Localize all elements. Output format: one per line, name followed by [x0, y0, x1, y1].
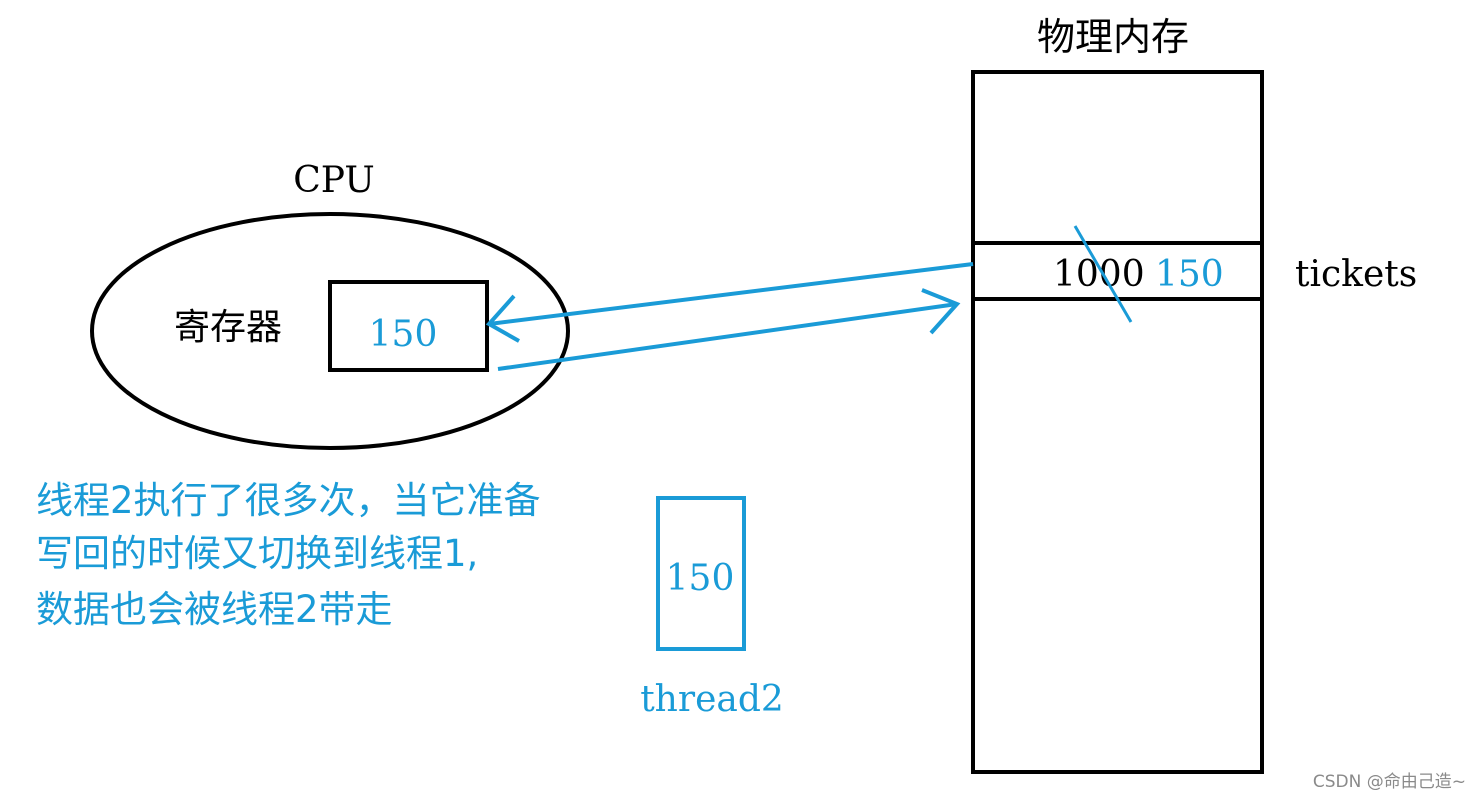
tickets-label: tickets	[1295, 254, 1417, 295]
memory-title: 物理内存	[1037, 15, 1189, 59]
arrow-load-head	[485, 294, 520, 343]
memory-new-value: 150	[1155, 254, 1224, 295]
register-label: 寄存器	[174, 307, 282, 348]
note-line-3: 数据也会被线程2带走	[36, 588, 393, 631]
thread-value: 150	[666, 558, 735, 599]
arrow-store-head	[921, 288, 961, 335]
arrow-store-shaft	[497, 302, 958, 371]
note-line-2: 写回的时候又切换到线程1,	[36, 532, 478, 575]
cpu-label: CPU	[293, 160, 374, 201]
strikethrough-mark	[1073, 225, 1133, 323]
register-box	[328, 280, 489, 372]
thread-label: thread2	[640, 679, 784, 720]
watermark: CSDN @命由己造~	[1313, 772, 1466, 792]
cpu-ellipse	[90, 212, 570, 450]
register-value: 150	[369, 314, 438, 355]
thread-box	[656, 496, 746, 651]
arrow-load-shaft	[488, 262, 974, 326]
note-line-1: 线程2执行了很多次，当它准备	[36, 479, 541, 522]
memory-block	[971, 70, 1264, 774]
memory-old-value: 1000	[1053, 254, 1145, 295]
